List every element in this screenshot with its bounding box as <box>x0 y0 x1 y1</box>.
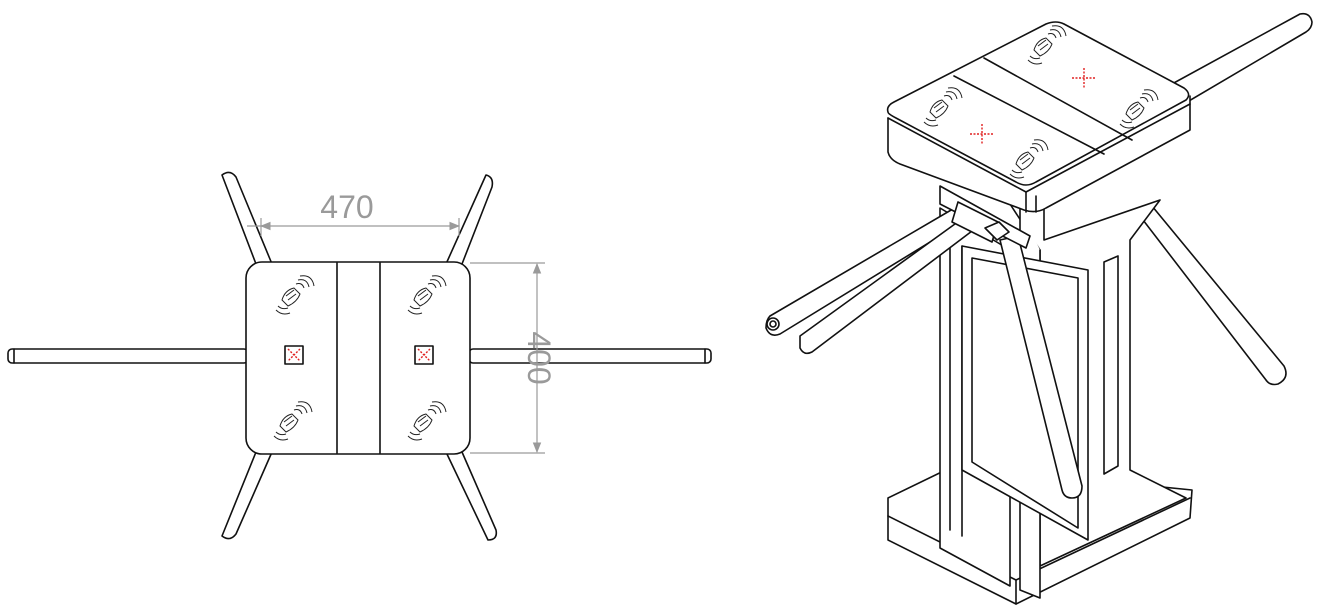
head-housing <box>886 21 1191 213</box>
depth-dimension-label: 400 <box>521 331 557 384</box>
status-indicator-top-right <box>1072 68 1096 88</box>
arm-lower-right <box>1139 205 1287 386</box>
arm-left <box>7 348 249 364</box>
arm-upper-right <box>1149 12 1313 119</box>
arm-left-front <box>765 205 967 336</box>
status-indicator-right <box>414 345 434 365</box>
isometric-view-diagram <box>765 12 1313 605</box>
arm-bottom-left <box>221 451 273 540</box>
arm-bottom-right <box>445 451 498 541</box>
arm-top-left <box>221 171 273 265</box>
dimension-width: 470 <box>247 189 461 236</box>
housing-top <box>245 261 471 455</box>
arm-left-back <box>799 215 977 355</box>
top-view-diagram: 470 400 <box>7 171 712 541</box>
rotor-hub <box>939 185 1031 249</box>
arm-right <box>468 348 712 364</box>
status-indicator-left <box>284 345 304 365</box>
width-dimension-label: 470 <box>320 189 373 225</box>
status-indicator-top-left <box>970 124 994 144</box>
arm-lower-center <box>999 235 1083 499</box>
dimension-depth: 400 <box>470 262 557 454</box>
arm-top-right <box>445 174 494 265</box>
